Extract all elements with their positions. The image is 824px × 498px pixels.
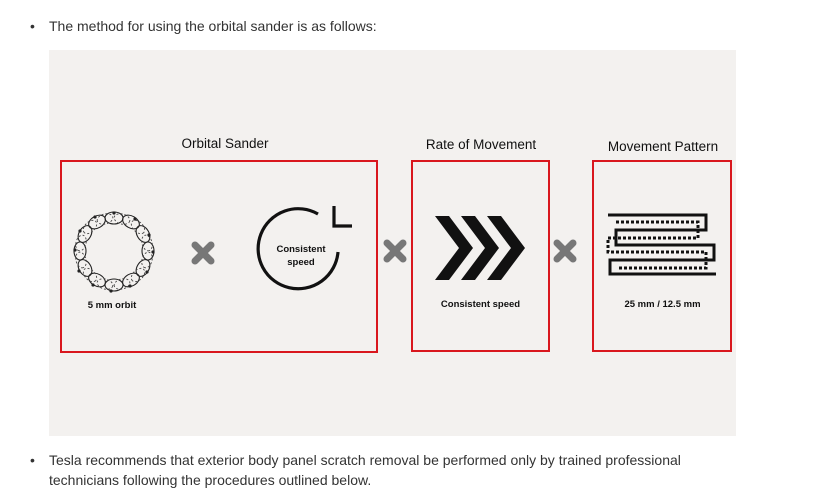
orbit-label: 5 mm orbit (87, 300, 137, 311)
multiply-x-icon (191, 241, 215, 265)
bullet-note-text: Tesla recommends that exterior body pane… (49, 452, 681, 488)
movement-pattern-panel: 25 mm / 12.5 mm (592, 160, 732, 352)
movement-pattern-heading: Movement Pattern (607, 139, 719, 154)
bullet-dot: • (30, 452, 35, 468)
speed-label-line1: Consistent (276, 244, 326, 255)
pattern-label: 25 mm / 12.5 mm (624, 299, 701, 310)
bullet-intro-text: The method for using the orbital sander … (49, 18, 377, 34)
orbital-sander-panel: 5 mm orbit Consistent speed (60, 160, 378, 353)
bullet-intro: • The method for using the orbital sande… (30, 16, 377, 36)
zigzag-pattern-icon (606, 213, 716, 276)
rate-of-movement-panel: Consistent speed (411, 160, 550, 352)
multiply-x-icon (553, 239, 577, 263)
bullet-note: • Tesla recommends that exterior body pa… (30, 450, 730, 490)
circular-arrow-icon (256, 206, 352, 291)
rate-label: Consistent speed (440, 299, 521, 310)
rate-of-movement-heading: Rate of Movement (425, 137, 537, 152)
multiply-x-icon (383, 239, 407, 263)
orbit-pattern-icon (73, 211, 155, 293)
triple-chevron-icon (435, 216, 525, 280)
speed-label-line2: speed (287, 257, 315, 268)
bullet-dot: • (30, 18, 35, 34)
orbital-sander-figure: Orbital Sander (49, 50, 736, 436)
orbital-sander-heading: Orbital Sander (181, 136, 269, 151)
